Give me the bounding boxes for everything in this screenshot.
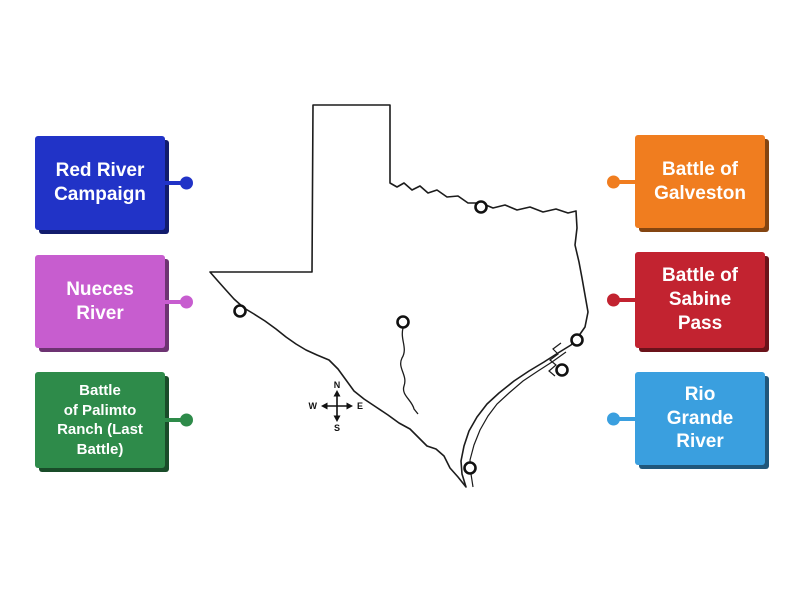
connector-pin-icon (618, 416, 635, 421)
connector-pin-icon (165, 418, 182, 422)
barrier-island-line (469, 351, 567, 488)
label-red-river-campaign[interactable]: Red River Campaign (35, 136, 182, 230)
compass-label-north: N (334, 380, 341, 390)
texas-outline (209, 104, 589, 488)
label-battle-of-galveston[interactable]: Battle of Galveston (618, 135, 765, 228)
label-palmito-ranch[interactable]: Battle of Palimto Ranch (Last Battle) (35, 372, 182, 468)
map-marker-south-tip[interactable] (463, 461, 477, 475)
compass-east-arrow (346, 402, 353, 410)
map-marker-west-border[interactable] (233, 304, 247, 318)
map-marker-center[interactable] (396, 315, 410, 329)
connector-pin-icon (165, 181, 182, 185)
connector-pin-icon (618, 179, 635, 184)
galveston-bay-line (548, 342, 562, 377)
label-rio-grande-river[interactable]: Rio Grande River (618, 372, 765, 465)
map-marker-red-river[interactable] (474, 200, 488, 214)
label-rio-grande-river-text: Rio Grande River (666, 383, 734, 453)
compass-label-south: S (334, 423, 340, 433)
compass-rose: N S W E (309, 380, 364, 433)
label-battle-of-sabine-pass[interactable]: Battle of Sabine Pass (618, 252, 765, 348)
compass-label-west: W (309, 401, 318, 411)
connector-pin-icon (618, 298, 635, 302)
map-marker-sabine[interactable] (570, 333, 584, 347)
label-red-river-campaign-text: Red River Campaign (54, 160, 146, 205)
nueces-river-line (400, 327, 419, 415)
map-marker-galveston[interactable] (555, 363, 569, 377)
compass-label-east: E (357, 401, 363, 411)
compass-west-arrow (321, 402, 328, 410)
label-battle-of-galveston-text: Battle of Galveston (654, 158, 746, 204)
label-nueces-river-text: Nueces River (66, 278, 134, 324)
label-nueces-river[interactable]: Nueces River (35, 255, 182, 348)
compass-north-arrow (333, 390, 341, 397)
compass-south-arrow (333, 415, 341, 422)
label-battle-of-sabine-pass-text: Battle of Sabine Pass (662, 265, 738, 334)
connector-pin-icon (165, 299, 182, 304)
label-palmito-ranch-text: Battle of Palimto Ranch (Last Battle) (57, 382, 143, 458)
